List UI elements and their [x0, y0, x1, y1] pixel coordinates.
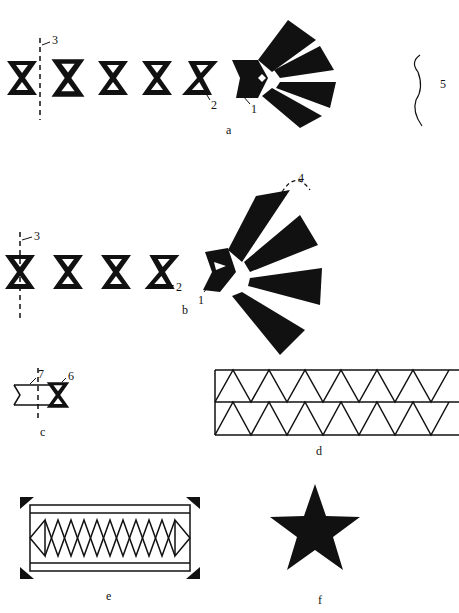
- callout-number: 6: [68, 370, 74, 382]
- leader-line: [22, 237, 32, 240]
- figure-letter: c: [40, 426, 45, 438]
- band-e: [20, 497, 200, 579]
- zigzag-line: [215, 402, 449, 435]
- figure-letter: e: [106, 590, 111, 602]
- callout-number: 4: [298, 172, 304, 184]
- band-c: [14, 382, 69, 408]
- zigzag-line: [30, 520, 45, 556]
- zigzag-line: [215, 370, 449, 402]
- hourglass-row-b: [5, 255, 179, 289]
- leader-line: [168, 284, 174, 286]
- fan-shape-b: [203, 190, 322, 355]
- zigzag-line: [175, 520, 190, 556]
- callout-number: 2: [176, 281, 182, 293]
- dashed-axis: [39, 38, 41, 120]
- hourglass-row-a: [7, 59, 218, 96]
- callout-number: 7: [38, 368, 44, 380]
- band-d: [215, 370, 459, 435]
- dashed-arc: [282, 180, 310, 192]
- dashed-axis: [19, 232, 21, 318]
- outline-curve: [414, 55, 422, 126]
- callout-number: 3: [34, 230, 40, 242]
- fan-shape-a: [232, 20, 336, 128]
- leader-line: [62, 378, 66, 382]
- callout-number: 1: [251, 103, 257, 115]
- leader-line: [30, 378, 36, 384]
- callout-number: 1: [198, 294, 204, 306]
- figure-letter: d: [316, 445, 322, 457]
- callout-number: 5: [440, 78, 446, 90]
- leader-line: [42, 42, 50, 45]
- leader-line: [204, 284, 210, 292]
- callout-number: 3: [52, 34, 58, 46]
- zigzag-line: [45, 520, 175, 556]
- zigzag-line: [45, 520, 175, 556]
- figure-letter: b: [182, 304, 188, 316]
- leader-line: [243, 96, 250, 104]
- figure-letter: a: [226, 124, 231, 136]
- leader-line: [205, 92, 210, 100]
- callout-number: 2: [211, 99, 217, 111]
- figure-letter: f: [318, 594, 322, 606]
- star-f: [270, 484, 360, 570]
